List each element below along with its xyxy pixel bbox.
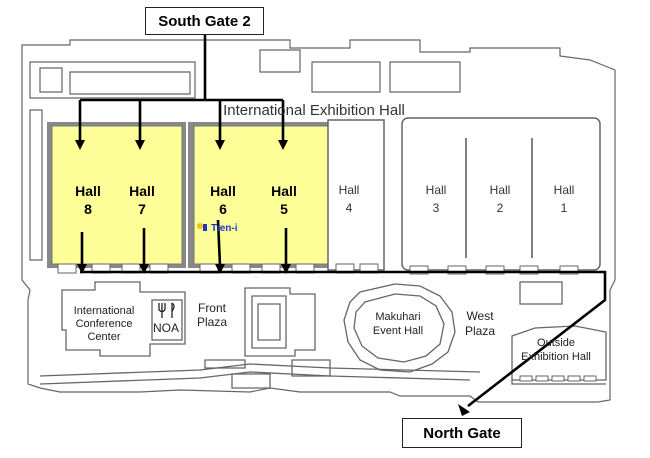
hall-5-number: 5: [280, 201, 288, 217]
route-lines: [78, 34, 607, 408]
outside-hall-label-1: Outside: [537, 337, 575, 349]
hall-1-number: 1: [561, 201, 568, 215]
hall-8-label: Hall: [75, 183, 101, 199]
front-plaza-label-2: Plaza: [197, 315, 227, 329]
building-title: International Exhibition Hall: [223, 102, 405, 119]
site-outline: [21, 39, 616, 403]
route-arrowheads: [75, 140, 470, 416]
logo-text: Tien-i: [211, 223, 238, 234]
conference-label-1: International: [74, 305, 135, 317]
outside-hall-label-2: Exhibition Hall: [521, 351, 591, 363]
noa-label: NOA: [153, 321, 179, 335]
west-plaza-label-1: West: [466, 309, 494, 323]
hall-6-number: 6: [219, 201, 227, 217]
restaurant-icon: [158, 302, 175, 318]
front-plaza-label-1: Front: [198, 301, 227, 315]
exhibition-halls: [47, 117, 601, 275]
lower-areas: [39, 281, 607, 389]
hall-6-label: Hall: [210, 183, 236, 199]
hall-7-number: 7: [138, 201, 146, 217]
hall-2-number: 2: [497, 201, 504, 215]
hall-3-label: Hall: [426, 183, 447, 197]
north-gate-label: North Gate: [402, 418, 522, 448]
hall-8-7-area: [51, 125, 183, 265]
tien-i-logo: Tien-i: [197, 223, 238, 234]
hall-4-area: [327, 119, 385, 271]
conference-label-2: Conference: [76, 318, 133, 330]
hall-4-label: Hall: [339, 183, 360, 197]
event-hall-label-1: Makuhari: [375, 311, 420, 323]
hall-7-label: Hall: [129, 183, 155, 199]
south-gate-2-label: South Gate 2: [145, 7, 264, 35]
hall-labels: Hall 8 Hall 7 Hall 6 Hall 5 Hall 4 Hall …: [75, 183, 574, 217]
hall-4-number: 4: [346, 201, 353, 215]
event-hall-label-2: Event Hall: [373, 325, 423, 337]
conference-label-3: Center: [87, 331, 120, 343]
hall-5-label: Hall: [271, 183, 297, 199]
logo-mark-icon: [197, 223, 203, 229]
hall-1-label: Hall: [554, 183, 575, 197]
hall-2-label: Hall: [490, 183, 511, 197]
area-labels: International Conference Center NOA Fron…: [74, 301, 591, 363]
hall-8-number: 8: [84, 201, 92, 217]
west-plaza-label-2: Plaza: [465, 324, 495, 338]
hall-3-number: 3: [433, 201, 440, 215]
